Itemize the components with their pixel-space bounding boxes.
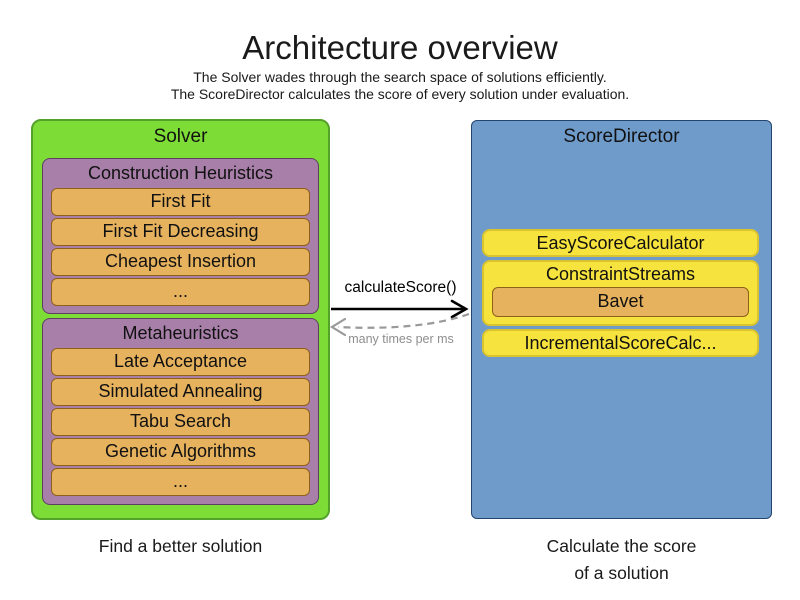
- metaheuristics-title: Metaheuristics: [122, 323, 239, 343]
- algorithm-item-late-acceptance: Late Acceptance: [51, 348, 310, 376]
- calculate-score-label: calculateScore(): [344, 279, 457, 296]
- construction-heuristics-items: First Fit First Fit Decreasing Cheapest …: [51, 188, 310, 306]
- page-title: Architecture overview: [242, 29, 558, 66]
- algorithm-item-first-fit: First Fit: [51, 188, 310, 216]
- construction-heuristics-group: Construction Heuristics First Fit First …: [42, 158, 319, 314]
- algorithm-item-ellipsis: ...: [51, 468, 310, 496]
- solver-box: Solver Construction Heuristics First Fit…: [31, 119, 330, 520]
- constraint-streams-title: ConstraintStreams: [545, 264, 696, 284]
- score-director-caption-line-2: of a solution: [574, 563, 669, 583]
- algorithm-item-tabu-search: Tabu Search: [51, 408, 310, 436]
- bavet-box: Bavet: [492, 287, 749, 317]
- algorithm-item-first-fit-decreasing: First Fit Decreasing: [51, 218, 310, 246]
- score-director-title: ScoreDirector: [563, 126, 680, 147]
- calculator-stack: EasyScoreCalculator ConstraintStreams Ba…: [482, 229, 759, 357]
- metaheuristics-group: Metaheuristics Late Acceptance Simulated…: [42, 318, 319, 505]
- calculate-score-arrow: [331, 299, 469, 319]
- algorithm-item-genetic-algorithms: Genetic Algorithms: [51, 438, 310, 466]
- easy-score-calculator-box: EasyScoreCalculator: [482, 229, 759, 257]
- construction-heuristics-title: Construction Heuristics: [87, 163, 274, 183]
- frequency-label: many times per ms: [348, 332, 454, 346]
- solver-caption: Find a better solution: [98, 536, 263, 556]
- constraint-streams-box: ConstraintStreams Bavet: [482, 260, 759, 326]
- score-director-caption: Calculate the score of a solution: [471, 533, 772, 587]
- solver-title: Solver: [153, 126, 208, 147]
- metaheuristics-items: Late Acceptance Simulated Annealing Tabu…: [51, 348, 310, 496]
- algorithm-item-cheapest-insertion: Cheapest Insertion: [51, 248, 310, 276]
- score-director-box: ScoreDirector EasyScoreCalculator Constr…: [471, 120, 772, 519]
- score-director-caption-line-1: Calculate the score: [546, 536, 697, 556]
- algorithm-item-ellipsis: ...: [51, 278, 310, 306]
- algorithm-item-simulated-annealing: Simulated Annealing: [51, 378, 310, 406]
- subtitle-line-2: The ScoreDirector calculates the score o…: [170, 86, 630, 102]
- incremental-score-calculator-box: IncrementalScoreCalc...: [482, 329, 759, 357]
- subtitle-line-1: The Solver wades through the search spac…: [193, 69, 607, 85]
